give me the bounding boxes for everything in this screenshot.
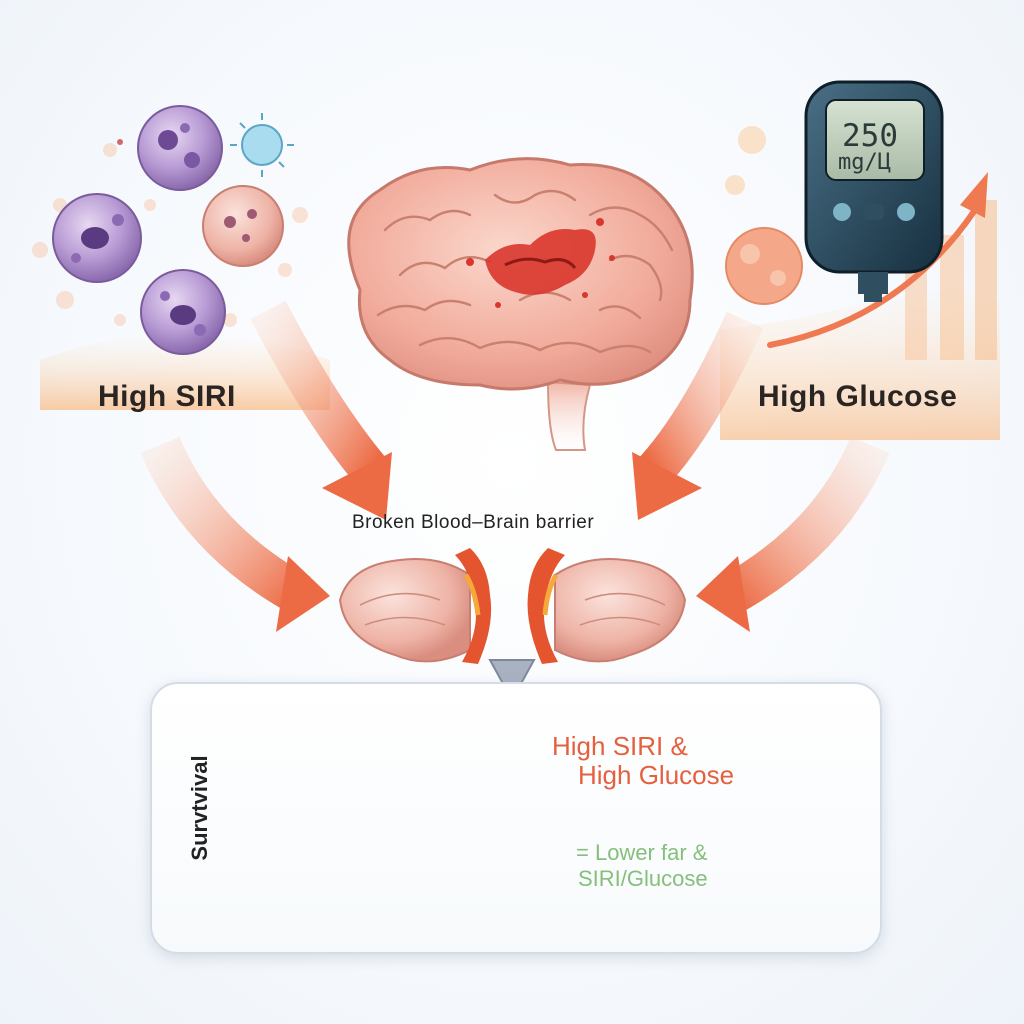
arrow-siri-to-barrier xyxy=(140,436,330,632)
meter-reading-unit: mg/Ц xyxy=(838,150,891,175)
broken-barrier-illustration xyxy=(338,548,687,703)
glucose-molecule xyxy=(725,227,803,305)
arrow-glucose-to-barrier xyxy=(696,436,890,632)
brain-illustration xyxy=(347,157,694,451)
immune-cell-3 xyxy=(140,269,226,355)
rising-trend-arrowhead xyxy=(960,172,988,218)
chart-y-axis-label: Survtvival xyxy=(187,755,212,861)
legend-high-line-1: High SIRI & xyxy=(552,731,688,761)
legend-low-line-2: SIRI/Glucose xyxy=(578,866,708,891)
label-high-glucose: High Glucose xyxy=(758,380,958,413)
legend-high-line-2: High Glucose xyxy=(578,760,735,790)
immune-cell-2 xyxy=(52,193,142,283)
brain-hemorrhage xyxy=(466,218,615,308)
immune-cell-1 xyxy=(137,105,223,191)
arrow-glucose-to-brain xyxy=(632,311,764,520)
virus-particle xyxy=(117,113,294,177)
rising-trend-arrow xyxy=(767,207,978,348)
arrow-siri-to-brain xyxy=(250,300,392,520)
right-glucose-glow xyxy=(720,126,1000,440)
label-high-siri: High SIRI xyxy=(98,380,236,413)
left-inflammation-glow xyxy=(32,143,330,410)
label-broken-blood-brain-barrier: Broken Blood–Brain barrier xyxy=(352,512,595,533)
glucose-meter xyxy=(804,80,944,302)
meter-reading-value: 250 xyxy=(842,118,898,154)
survival-chart-panel xyxy=(150,682,882,954)
legend-low-line-1: = Lower far & xyxy=(576,840,708,865)
pink-cell xyxy=(202,185,284,267)
